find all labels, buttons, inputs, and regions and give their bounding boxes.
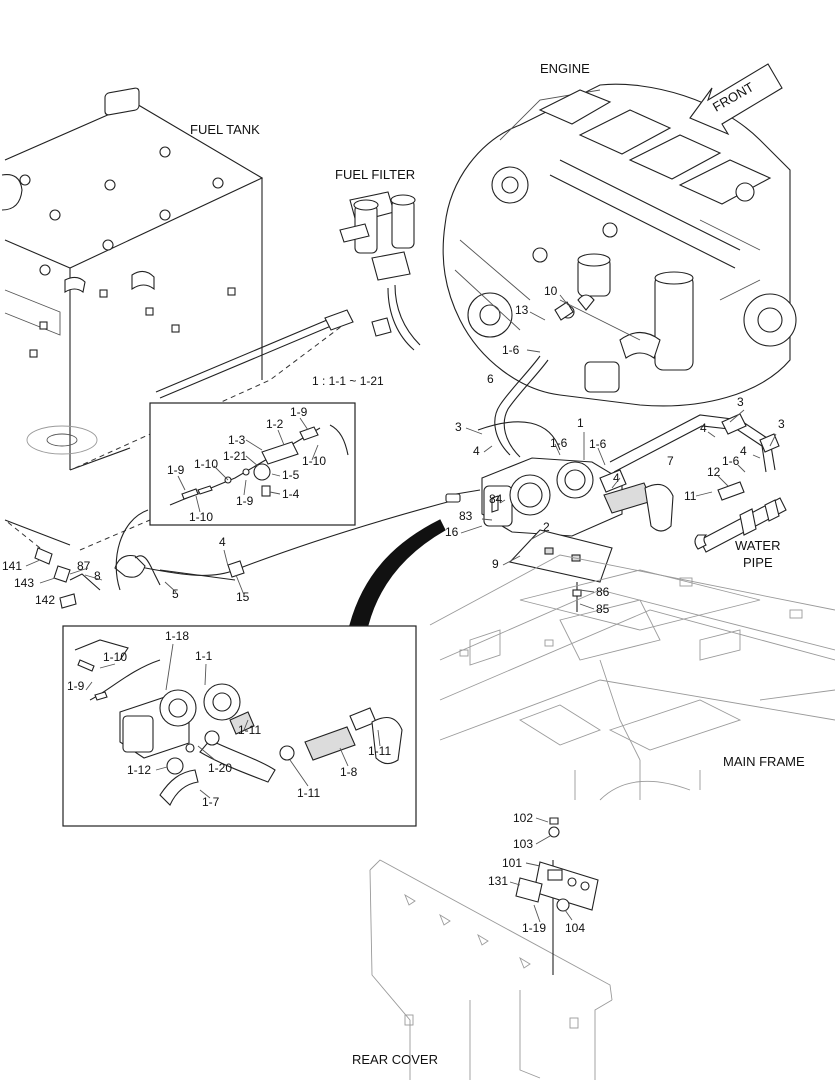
hose-6: [494, 355, 541, 456]
detail-callout-bottom: [62, 519, 446, 827]
range-note: 1 : 1-1 ~ 1-21: [312, 374, 384, 388]
callout-86: 86: [596, 585, 610, 599]
water-pipe-illustration: [694, 481, 787, 553]
detail-callout-top: [115, 402, 356, 591]
main-frame-label: MAIN FRAME: [723, 754, 805, 769]
water-pipe-label-1: WATER: [735, 538, 781, 553]
callout-4e: 4: [219, 535, 226, 549]
callout-104: 104: [565, 921, 585, 935]
detail-bottom-1-11a: 1-11: [238, 723, 261, 737]
engine-label: ENGINE: [540, 61, 590, 76]
callout-13: 13: [515, 303, 529, 317]
fuel-tank-label: FUEL TANK: [190, 122, 260, 137]
callout-9: 9: [492, 557, 499, 571]
fuel-filter-illustration: [339, 191, 421, 351]
callout-7: 7: [667, 454, 674, 468]
detail-bottom-1-12: 1-12: [127, 763, 151, 777]
fuel-tank-illustration: [1, 87, 351, 551]
mounting-plate-9: [508, 529, 613, 583]
callout-3b: 3: [737, 395, 744, 409]
rear-cover-label: REAR COVER: [352, 1052, 438, 1067]
detail-top-1-10b: 1-10: [194, 457, 218, 471]
detail-bottom-1-10: 1-10: [103, 650, 127, 664]
detail-top-1-10a: 1-10: [302, 454, 326, 468]
detail-bottom-1-1: 1-1: [195, 649, 213, 663]
detail-bottom-1-18: 1-18: [165, 629, 189, 643]
detail-bottom-1-8: 1-8: [340, 765, 358, 779]
callout-1-19: 1-19: [522, 921, 546, 935]
callout-3a: 3: [455, 420, 462, 434]
detail-top-1-2: 1-2: [266, 417, 284, 431]
callout-15: 15: [236, 590, 250, 604]
detail-bottom-1-11c: 1-11: [368, 744, 391, 758]
detail-top-1-10c: 1-10: [189, 510, 213, 524]
callout-1: 1: [577, 416, 584, 430]
detail-top-1-21: 1-21: [223, 449, 247, 463]
callout-1-6a: 1-6: [502, 343, 520, 357]
callout-16: 16: [445, 525, 459, 539]
callout-102: 102: [513, 811, 533, 825]
callout-4d: 4: [613, 471, 620, 485]
callout-142: 142: [35, 593, 55, 607]
callout-84: 84: [489, 492, 503, 506]
callout-5: 5: [172, 587, 179, 601]
callout-101: 101: [502, 856, 522, 870]
heater-assembly: [481, 457, 674, 537]
callout-143: 143: [14, 576, 34, 590]
callout-85: 85: [596, 602, 610, 616]
callout-141: 141: [2, 559, 22, 573]
main-frame-illustration: [429, 554, 835, 801]
callout-11: 11: [684, 489, 697, 503]
callout-1-6c: 1-6: [589, 437, 607, 451]
detail-top-1-3: 1-3: [228, 433, 246, 447]
water-pipe-label-2: PIPE: [743, 555, 773, 570]
detail-bottom-1-9: 1-9: [67, 679, 85, 693]
detail-bottom-1-20: 1-20: [208, 761, 232, 775]
detail-top-1-5: 1-5: [282, 468, 300, 482]
detail-top-1-9b: 1-9: [236, 494, 254, 508]
callout-1-6d: 1-6: [722, 454, 740, 468]
callout-4b: 4: [700, 421, 707, 435]
callout-2: 2: [543, 520, 550, 534]
callout-4a: 4: [473, 444, 480, 458]
detail-top-1-9c: 1-9: [167, 463, 185, 477]
callout-83: 83: [459, 509, 473, 523]
callout-8: 8: [94, 569, 101, 583]
detail-top-1-4: 1-4: [282, 487, 300, 501]
callout-1-6b: 1-6: [550, 436, 568, 450]
callout-87: 87: [77, 559, 91, 573]
callout-131: 131: [488, 874, 508, 888]
detail-bottom-1-11b: 1-11: [297, 786, 320, 800]
callout-3c: 3: [778, 417, 785, 431]
fuel-filter-label: FUEL FILTER: [335, 167, 415, 182]
callout-10: 10: [544, 284, 558, 298]
callout-4c: 4: [740, 444, 747, 458]
callout-12: 12: [707, 465, 721, 479]
callout-103: 103: [513, 837, 533, 851]
front-direction-arrow: FRONT: [689, 63, 783, 136]
callout-6: 6: [487, 372, 494, 386]
engine-illustration: [442, 83, 797, 407]
detail-bottom-1-7: 1-7: [202, 795, 220, 809]
detail-top-1-9a: 1-9: [290, 405, 308, 419]
